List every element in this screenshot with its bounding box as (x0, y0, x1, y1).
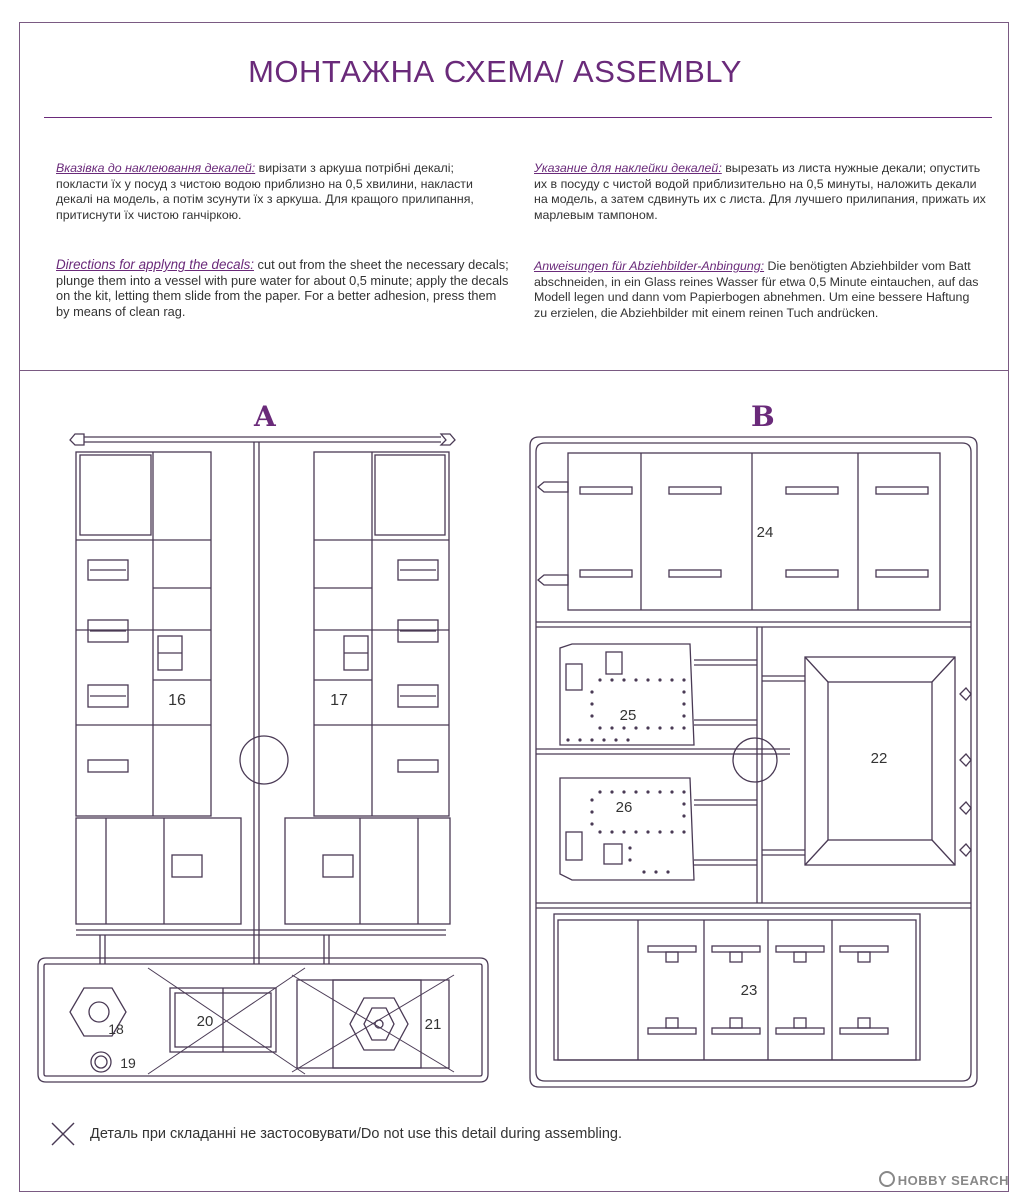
part-18 (69, 987, 127, 1037)
part-number-22: 22 (871, 750, 888, 767)
sprue-a-label: A (254, 400, 276, 433)
part-20 (147, 967, 306, 1075)
part-number-21: 21 (425, 1016, 442, 1033)
unused-part-note: Деталь при складанні не застосовувати/Do… (50, 1121, 622, 1147)
instructions-german-body: Die benötigten Abziehbilder vom Batt abs… (534, 259, 979, 320)
part-number-17: 17 (330, 692, 348, 709)
hobby-search-logo-icon (878, 1171, 895, 1187)
part-number-19: 19 (120, 1055, 136, 1071)
part-16 (75, 451, 242, 925)
part-number-26: 26 (616, 799, 633, 816)
unused-part-cross-icon (51, 1122, 75, 1146)
page-title: МОНТАЖНА СХЕМА/ ASSEMBLY (248, 54, 742, 89)
title-divider (44, 117, 992, 118)
instructions-german-lead: Anweisungen für Abziehbilder-Anbingung: (534, 259, 765, 273)
part-25 (559, 643, 757, 746)
sprue-b (529, 436, 978, 1088)
page-frame (19, 22, 1009, 1192)
part-number-24: 24 (757, 524, 774, 541)
part-22 (762, 656, 972, 866)
sprue-b-label: B (751, 400, 775, 433)
part-number-20: 20 (197, 1013, 214, 1030)
instructions-ukrainian-body: вирізати з аркуша потрібні декалі; покла… (56, 161, 474, 222)
instructions-english: Directions for applyng the decals: cut o… (56, 257, 512, 319)
unused-part-note-text: Деталь при складанні не застосовувати/Do… (90, 1125, 623, 1142)
part-number-25: 25 (620, 707, 637, 724)
watermark-text: HOBBY SEARCH (897, 1173, 1009, 1188)
instructions-russian-body: вырезать из листа нужные декали; опустит… (534, 161, 986, 222)
part-17 (284, 451, 451, 925)
instructions-russian: Указание для наклейки декалей: вырезать … (534, 161, 986, 223)
part-number-23: 23 (741, 982, 758, 999)
part-21 (291, 974, 455, 1073)
instructions-ukrainian: Вказівка до наклеювання декалей: вирізат… (56, 161, 508, 223)
instructions-english-body: cut out from the sheet the necessary dec… (56, 257, 509, 319)
section-divider (19, 370, 1009, 371)
hobby-search-watermark: HOBBY SEARCH (878, 1171, 1009, 1188)
part-19 (90, 1051, 112, 1073)
part-24 (536, 452, 941, 611)
instructions-russian-lead: Указание для наклейки декалей: (534, 161, 722, 175)
sprue-a (37, 433, 489, 1083)
instructions-german: Anweisungen für Abziehbilder-Anbingung: … (534, 259, 980, 321)
instructions-ukrainian-lead: Вказівка до наклеювання декалей: (56, 161, 256, 175)
part-26 (559, 777, 757, 881)
part-23 (553, 913, 921, 1061)
part-number-16: 16 (168, 692, 186, 709)
part-number-18: 18 (108, 1021, 124, 1037)
instructions-english-lead: Directions for applyng the decals: (56, 257, 254, 272)
